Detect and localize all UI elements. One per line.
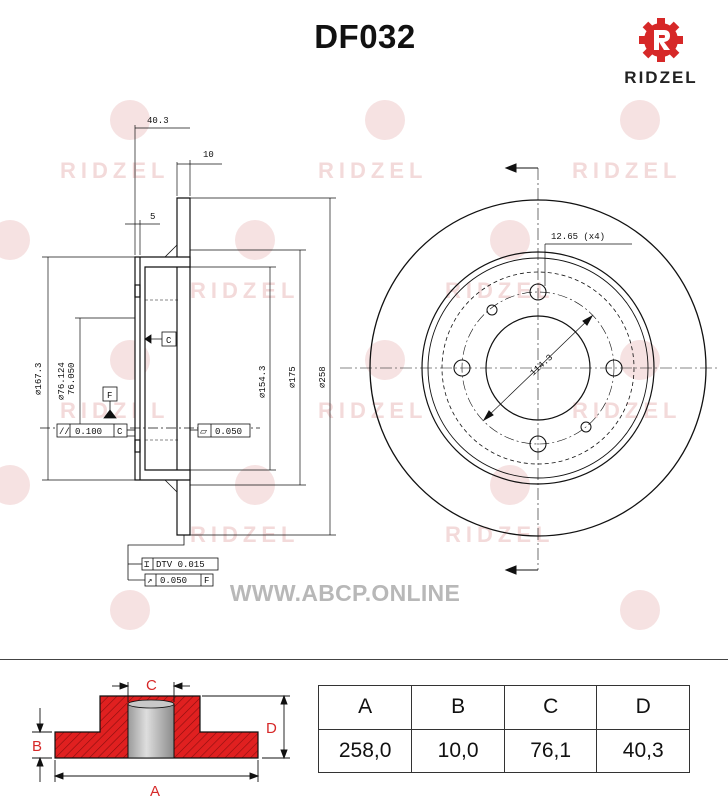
watermark-text: RIDZEL: [190, 278, 299, 303]
dim-overall-height: 40.3: [147, 116, 169, 126]
spec-header-a: A: [317, 685, 413, 730]
spec-value-c: 76,1: [503, 728, 598, 773]
watermark-text: RIDZEL: [318, 158, 427, 183]
dim-ring-diameter: ⌀175: [288, 366, 298, 388]
top-dimensions: [125, 125, 222, 255]
datum-f-marker: [102, 386, 118, 419]
watermark-text: RIDZEL: [318, 398, 427, 423]
watermark-text: RIDZEL: [572, 398, 681, 423]
watermark-text: RIDZEL: [190, 522, 299, 547]
spec-table: A B C D 258,0 10,0 76,1 40,3: [317, 685, 690, 773]
watermark-layer: RIDZEL RIDZEL RIDZEL RIDZEL RIDZEL RIDZE…: [0, 100, 681, 630]
section-divider: [0, 659, 728, 660]
dtv-runout-frames: [127, 535, 219, 587]
dim-bore-max: ⌀76.124: [57, 362, 67, 400]
schematic-label-c: C: [146, 677, 157, 694]
dim-outer-diameter: ⌀258: [318, 366, 328, 388]
spec-header-d: D: [596, 685, 690, 730]
spec-value-a: 258,0: [317, 728, 413, 773]
dimension-schematic: A B C D: [32, 677, 290, 800]
part-number-title: DF032: [314, 18, 416, 55]
disc-front-view: [340, 163, 720, 575]
runout-ref: F: [204, 576, 209, 586]
spec-value-b: 10,0: [411, 728, 505, 773]
brand-logo: RIDZEL: [606, 14, 716, 94]
dim-hat-diameter: ⌀167.3: [34, 363, 44, 395]
website-watermark: WWW.ABCP.ONLINE: [229, 580, 461, 606]
schematic-label-b: B: [32, 738, 42, 755]
parallelism-symbol: //: [59, 427, 70, 437]
dim-inner-diameter: ⌀154.3: [258, 366, 268, 398]
datum-c-marker: [144, 331, 177, 347]
right-dimensions: [190, 197, 336, 536]
parallelism-ref: C: [117, 427, 123, 437]
watermark-text: RIDZEL: [572, 158, 681, 183]
watermark-text: RIDZEL: [445, 278, 554, 303]
watermark-text: RIDZEL: [60, 398, 169, 423]
dtv-value: DTV 0.015: [156, 560, 205, 570]
spec-header-c: C: [503, 685, 598, 730]
flatness-value: 0.050: [215, 427, 242, 437]
dtv-symbol: ⌶: [144, 560, 150, 570]
technical-drawing: RIDZEL RIDZEL RIDZEL RIDZEL RIDZEL RIDZE…: [0, 100, 720, 630]
runout-symbol: ↗: [147, 576, 152, 586]
parallelism-value: 0.100: [75, 427, 102, 437]
datum-c-label: C: [166, 336, 172, 346]
runout-value: 0.050: [160, 576, 187, 586]
gear-r-logo-icon: [639, 18, 683, 62]
schematic-label-d: D: [266, 720, 277, 737]
spec-header-b: B: [411, 685, 505, 730]
brand-name: RIDZEL: [624, 68, 698, 87]
schematic-label-a: A: [150, 783, 160, 800]
spec-table-value-row: 258,0 10,0 76,1 40,3: [317, 728, 690, 773]
watermark-text: RIDZEL: [60, 158, 169, 183]
datum-f-label: F: [107, 391, 112, 401]
dim-bolt-holes: 12.65 (x4): [551, 232, 605, 242]
flatness-frame: [190, 423, 251, 438]
spec-value-d: 40,3: [596, 728, 690, 773]
watermark-text: RIDZEL: [445, 522, 554, 547]
dim-hat-thickness: 5: [150, 212, 155, 222]
schematic-hub-bore: [127, 703, 175, 759]
parallelism-frame: [56, 423, 135, 438]
dim-bore-min: 76.050: [67, 363, 77, 395]
dim-disc-thickness: 10: [203, 150, 214, 160]
dim-pcd: 114.3: [528, 353, 555, 379]
flatness-symbol: ⏥: [200, 427, 207, 437]
spec-table-header-row: A B C D: [317, 685, 690, 730]
